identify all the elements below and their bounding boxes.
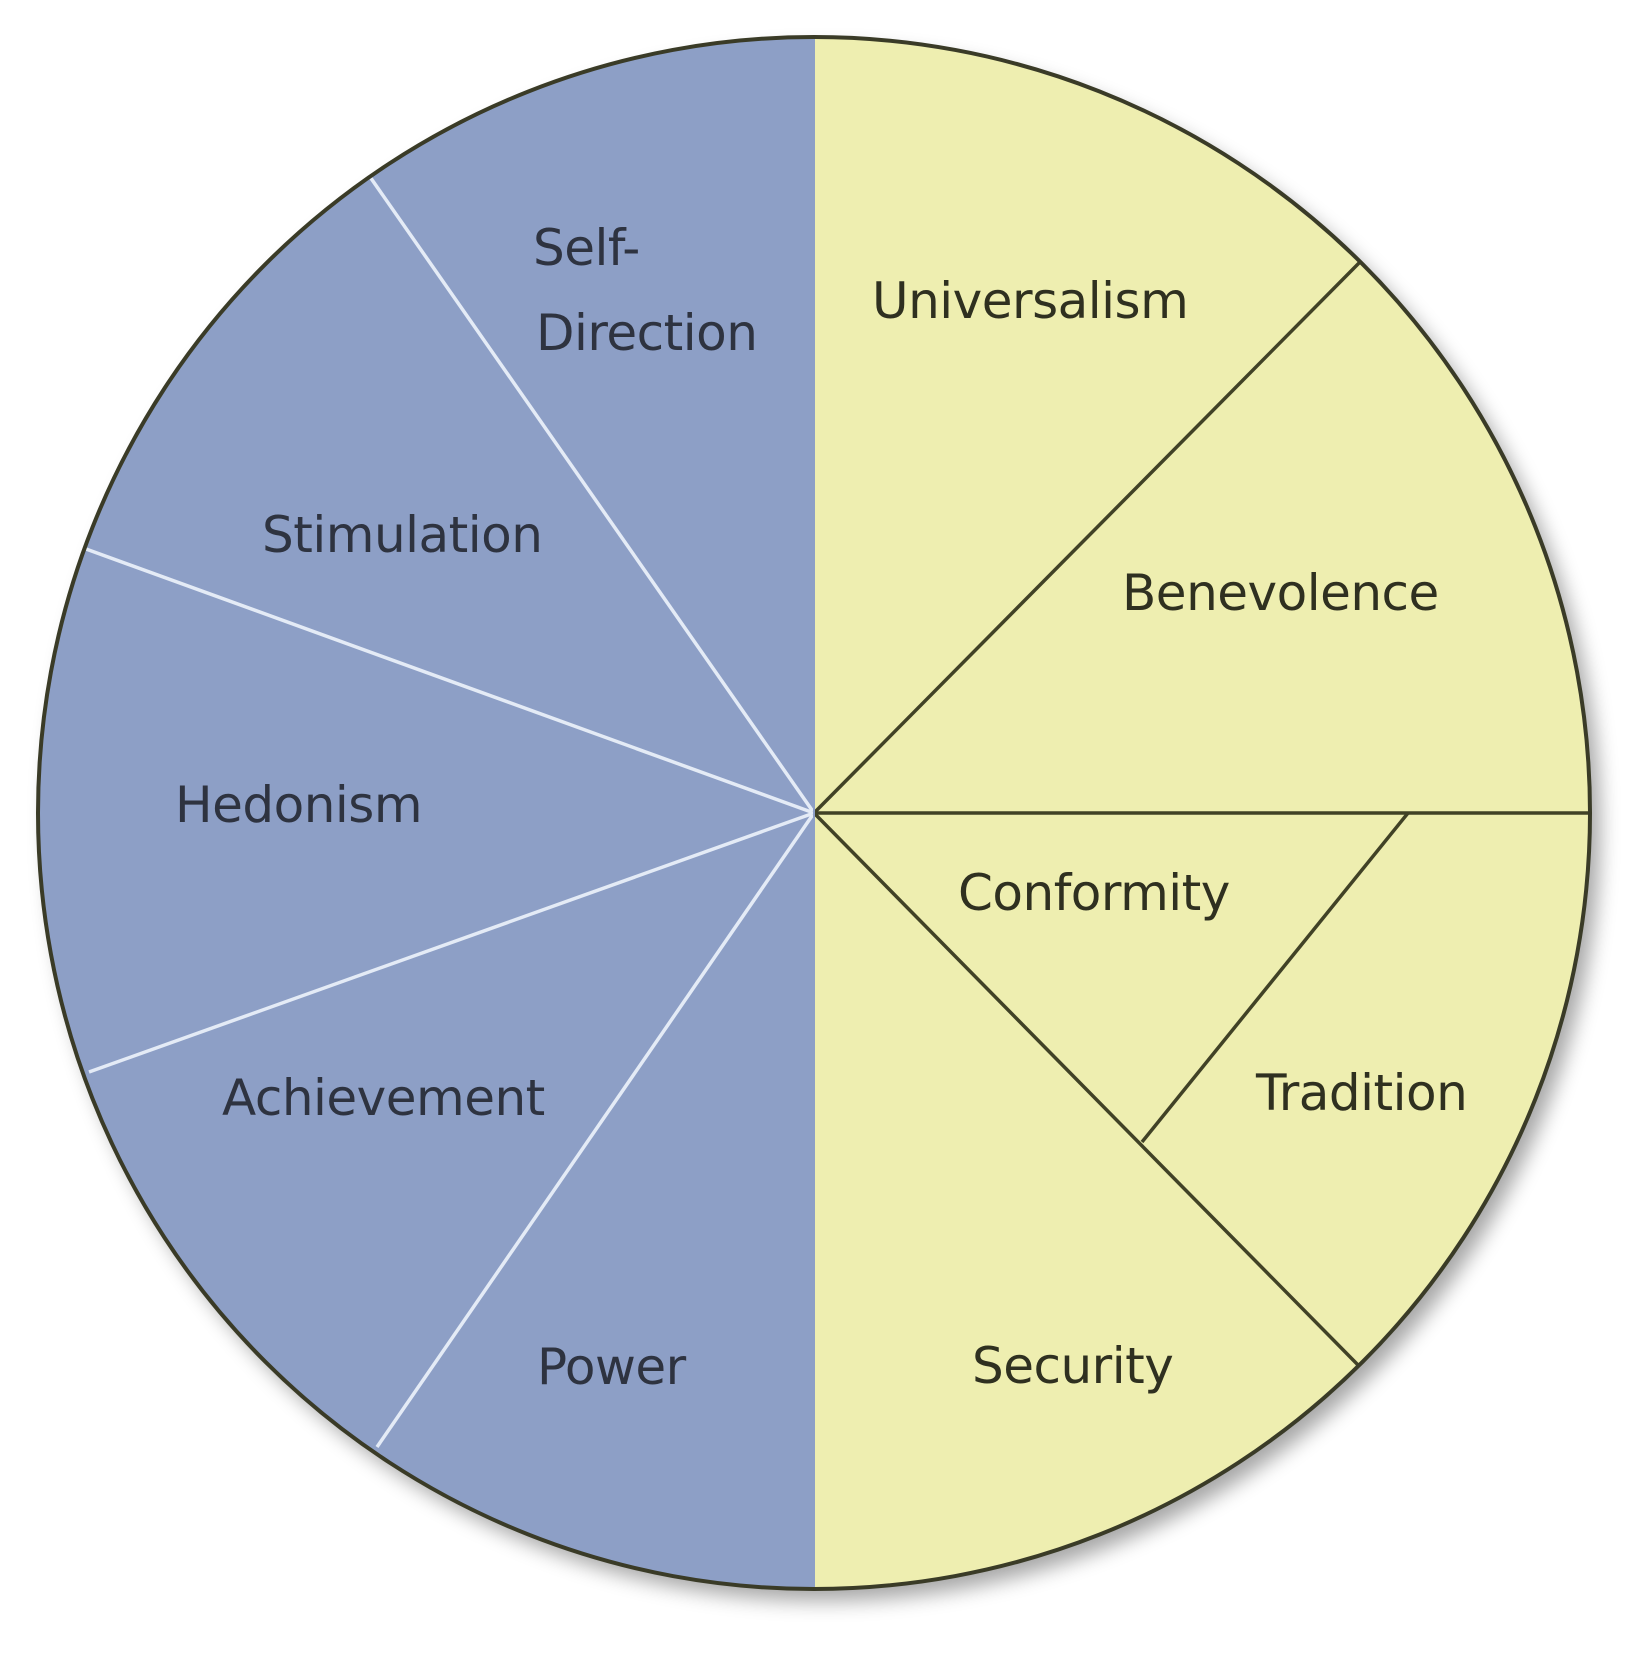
label-achievement: Achievement bbox=[222, 1069, 545, 1127]
right-half-fill bbox=[814, 37, 1590, 1589]
label-tradition: Tradition bbox=[1255, 1064, 1467, 1122]
label-stimulation: Stimulation bbox=[262, 506, 542, 564]
label-universalism: Universalism bbox=[872, 272, 1188, 330]
label-security: Security bbox=[972, 1337, 1173, 1395]
label-hedonism: Hedonism bbox=[175, 776, 422, 834]
divider-conformity-tradition bbox=[1140, 811, 1410, 1144]
label-conformity: Conformity bbox=[958, 864, 1230, 922]
label-self-direction-line1: Self- bbox=[533, 219, 640, 277]
divider-selfdirection-stimulation bbox=[366, 172, 816, 815]
divider-universalism-benevolence bbox=[812, 260, 1362, 815]
label-benevolence: Benevolence bbox=[1122, 564, 1439, 622]
label-power: Power bbox=[537, 1338, 687, 1396]
divider-conformity-security bbox=[812, 811, 1361, 1368]
divider-hedonism-achievement bbox=[88, 811, 815, 1074]
label-self-direction-line2: Direction bbox=[536, 304, 757, 362]
divider-achievement-power bbox=[375, 812, 816, 1448]
divider-stimulation-hedonism bbox=[85, 547, 815, 815]
circle-outline bbox=[36, 35, 1592, 1591]
